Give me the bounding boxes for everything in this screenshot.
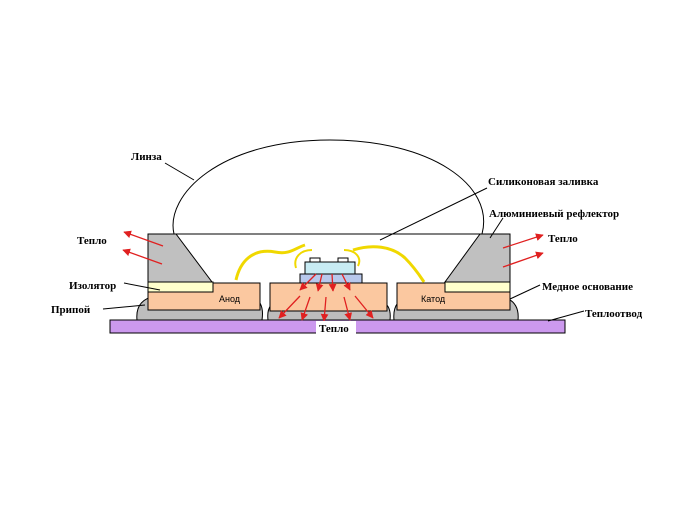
heat-arrow-down-6 [300,296,311,321]
leader-silicone [379,187,488,241]
insulator-right [444,281,511,293]
leader-solder [102,304,146,310]
label-insulator: Изолятор [69,280,116,292]
heat-arrows-down [278,273,374,322]
copper-cathode-pad [396,282,511,311]
heat-arrow-down-4 [341,273,351,291]
label-heatsink: Теплоотвод [585,308,643,320]
led-chip [304,261,356,275]
label-solder: Припой [51,304,91,316]
heat-arrow-down-3 [328,273,337,292]
heat-arrow-down-7 [320,296,329,322]
heat-arrow-right-lower [502,251,544,268]
label-heat-bottom: Тепло [319,323,349,335]
bond-wire-chip-left [294,249,313,269]
copper-anode-pad [147,282,261,311]
heat-arrow-down-5 [278,295,301,319]
heat-arrow-down-8 [343,296,353,321]
label-silicone-fill: Силиконовая заливка [488,176,599,188]
leader-insulator [123,282,161,291]
chip-contact-left [309,257,321,263]
leader-copper [509,284,541,300]
reflector-left [147,233,213,283]
chip-contact-right [337,257,349,263]
heat-arrow-left-lower [122,248,163,265]
bond-wire-left [234,243,306,281]
insulator-left [147,281,214,293]
lens-dome [172,139,485,235]
copper-center-pad [269,282,388,312]
leader-reflector [489,217,504,239]
heat-arrow-down-1 [299,273,317,291]
label-aluminum-reflector: Алюминиевый рефлектор [489,208,619,220]
bond-wire-right [352,245,426,283]
label-copper-base: Медное основание [542,281,633,293]
leader-heatsink [547,310,585,322]
heat-bottom-label-bg [316,321,356,334]
leader-lens [164,162,195,181]
heat-arrow-down-2 [315,273,324,292]
reflector-right [444,233,511,283]
chip-base [299,273,363,284]
heat-arrow-down-9 [354,295,374,319]
label-cathode: Катод [421,294,446,304]
label-anode: Анод [219,294,241,304]
bond-wire-chip-right [343,249,361,267]
label-heat-left: Тепло [77,235,107,247]
heat-arrow-right-upper [502,233,544,249]
label-heat-right: Тепло [548,233,578,245]
heat-arrow-left-upper [123,230,164,247]
label-lens: Линза [131,151,162,163]
